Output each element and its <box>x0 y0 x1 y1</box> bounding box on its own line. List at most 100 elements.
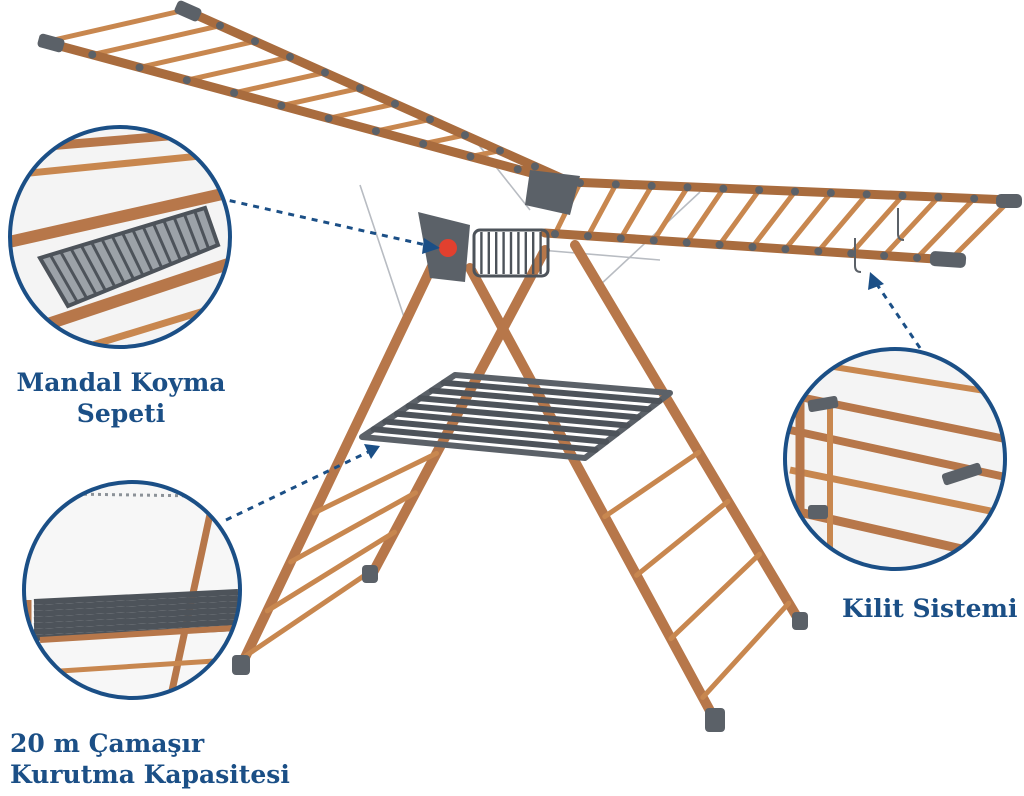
rail-clip <box>461 131 469 140</box>
wing-rung <box>42 7 188 45</box>
wing-rung <box>782 190 834 252</box>
zoom-basket-bar <box>152 223 173 265</box>
zoom-basket-bar <box>59 251 89 300</box>
peg-basket <box>472 228 550 278</box>
leg-rung <box>243 565 378 659</box>
wing-rung <box>750 189 798 250</box>
zoom-shelf-slat <box>33 601 239 617</box>
zoom-basket-bar <box>182 213 201 254</box>
wing-rung <box>137 38 258 70</box>
rail-clip <box>862 190 871 199</box>
wing-rung <box>585 181 619 239</box>
shelf-slat <box>417 395 642 421</box>
rail-clip <box>182 76 191 85</box>
leg-rung <box>634 498 731 578</box>
wing-rung <box>89 23 223 58</box>
zoom-basket-bar <box>90 241 117 288</box>
shelf-slat <box>405 403 631 429</box>
zoom-shelf-slat <box>33 589 239 605</box>
shelf-slat <box>382 418 610 445</box>
caption-line: Mandal Koyma <box>16 368 226 397</box>
caption-line: Kilit Sistemi <box>842 594 1018 623</box>
rail-clip <box>391 99 399 108</box>
zoom-circle-basket <box>8 125 232 349</box>
wing-rung <box>881 194 941 259</box>
rail-clip <box>913 253 922 262</box>
rail-clip <box>277 101 286 110</box>
rail-clip <box>216 21 224 30</box>
rail-clip <box>321 68 329 77</box>
wing-rung <box>326 101 398 121</box>
callout-pointers <box>217 196 922 522</box>
wing-rung <box>717 187 762 248</box>
left-wing <box>37 0 575 187</box>
rail-clip <box>426 115 434 124</box>
wing-rung <box>184 54 293 83</box>
rail-clip <box>826 188 835 197</box>
zoom-basket-bar <box>121 232 145 277</box>
zoom-basket-bar <box>49 254 79 303</box>
hinge-hub <box>418 170 580 282</box>
rail-clip <box>286 52 294 61</box>
rail-clip <box>970 194 979 203</box>
zoom-basket-bar <box>100 238 126 284</box>
rail-clip <box>814 247 823 256</box>
rail-clip <box>647 181 656 190</box>
leg-rung <box>288 490 418 565</box>
leg-rung <box>668 551 762 642</box>
zoom-basket-bar <box>69 247 98 296</box>
zoom-shelf-slat <box>33 607 239 623</box>
caption-line: 20 m Çamaşır <box>10 729 205 758</box>
lock-caption: Kilit Sistemi <box>842 593 1018 624</box>
wing-rung <box>278 85 363 109</box>
rail-clip <box>371 127 380 136</box>
zoom-shelf-slat <box>33 619 239 635</box>
rail-clip <box>791 187 799 196</box>
shelf-slat <box>393 410 620 437</box>
rail-clip <box>230 88 239 97</box>
rail-clip <box>755 186 764 195</box>
wing-rung <box>947 197 1013 263</box>
rail-clip <box>934 193 943 202</box>
rail-clip <box>551 230 559 238</box>
wing-rung <box>815 191 870 254</box>
zoom-shelf-slat <box>33 595 239 611</box>
rail-clip <box>531 162 539 171</box>
zoom-basket-bar <box>110 235 135 280</box>
leg-rung <box>264 529 397 614</box>
right-wing <box>540 177 1022 273</box>
rail-clip <box>513 165 522 174</box>
zoom-basket-bar <box>79 244 107 292</box>
rail-clip <box>616 234 625 243</box>
rail-clip <box>324 114 333 123</box>
rail-clip <box>88 50 97 59</box>
rail-clip <box>496 146 504 155</box>
wing-rung <box>848 193 905 256</box>
zoom-basket-bar <box>141 226 164 269</box>
rail-clip <box>583 232 592 241</box>
rail-clip <box>683 183 692 192</box>
leg-rung <box>311 450 439 516</box>
rail-clip <box>682 238 691 247</box>
zoom-shelf-slat <box>33 613 239 629</box>
zoom-basket-bar <box>172 216 192 258</box>
wing-rung <box>618 183 655 241</box>
zoom-circle-shelf <box>22 480 242 700</box>
zoom-basket-bar <box>162 219 182 261</box>
zoom-basket-bar <box>131 229 154 273</box>
rail-clip <box>419 139 428 148</box>
middle-shelf <box>359 372 673 461</box>
rail-clip <box>251 37 259 46</box>
rail-clip <box>880 251 889 260</box>
rail-clip <box>781 245 790 254</box>
leg-rung <box>602 449 702 520</box>
zoom-basket-bar <box>193 210 211 250</box>
zoom-circle-lock <box>783 347 1007 571</box>
rail-clip <box>611 180 620 189</box>
shelf-slat <box>428 387 652 413</box>
rail-clip <box>356 84 364 93</box>
